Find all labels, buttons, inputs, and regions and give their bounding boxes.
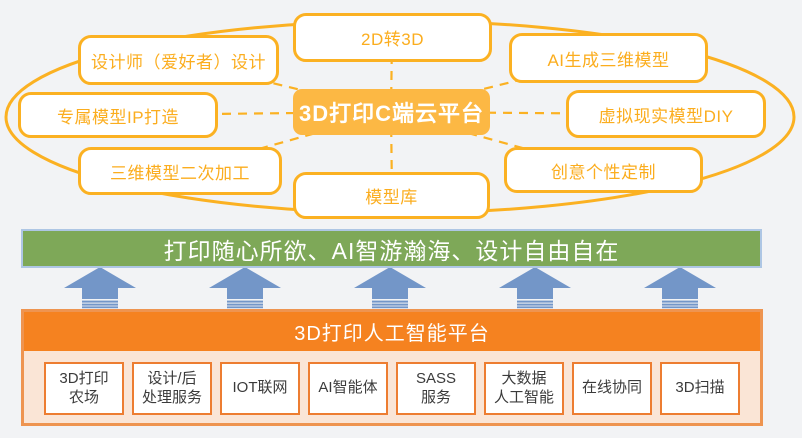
- node-2d-to-3d: 2D转3D: [293, 13, 492, 62]
- up-arrow-icon: [209, 267, 281, 309]
- node-creative-customization: 创意个性定制: [504, 147, 703, 193]
- node-designer-design: 设计师（爱好者）设计: [78, 35, 279, 85]
- service-box-3d-print-farm: 3D打印 农场: [44, 362, 124, 415]
- node-ai-generate-3d-model: AI生成三维模型: [509, 33, 708, 83]
- center-node-c-cloud-platform: 3D打印C端云平台: [293, 89, 490, 135]
- node-model-secondary-processing: 三维模型二次加工: [78, 147, 282, 195]
- service-row: 3D打印 农场 设计/后 处理服务 IOT联网 AI智能体 SASS 服务 大数…: [24, 351, 760, 426]
- service-box-ai-agent: AI智能体: [308, 362, 388, 415]
- node-exclusive-model-ip: 专属模型IP打造: [18, 92, 218, 138]
- service-box-sass: SASS 服务: [396, 362, 476, 415]
- service-box-3d-scan: 3D扫描: [660, 362, 740, 415]
- up-arrow-icon: [354, 267, 426, 309]
- up-arrow-icon: [499, 267, 571, 309]
- node-vr-model-diy: 虚拟现实模型DIY: [566, 90, 766, 138]
- up-arrow-icon: [64, 267, 136, 309]
- slogan-banner: 打印随心所欲、AI智游瀚海、设计自由自在: [21, 229, 762, 268]
- platform-banner: 3D打印人工智能平台 3D打印 农场 设计/后 处理服务 IOT联网 AI智能体…: [21, 309, 763, 426]
- connector-line: [389, 36, 394, 113]
- service-box-design-postprocessing: 设计/后 处理服务: [132, 362, 212, 415]
- service-box-online-collaboration: 在线协同: [572, 362, 652, 415]
- up-arrow-icon: [644, 267, 716, 309]
- service-box-bigdata-ai: 大数据 人工智能: [484, 362, 564, 415]
- node-model-library: 模型库: [293, 172, 490, 219]
- service-box-iot: IOT联网: [220, 362, 300, 415]
- platform-title: 3D打印人工智能平台: [24, 312, 760, 351]
